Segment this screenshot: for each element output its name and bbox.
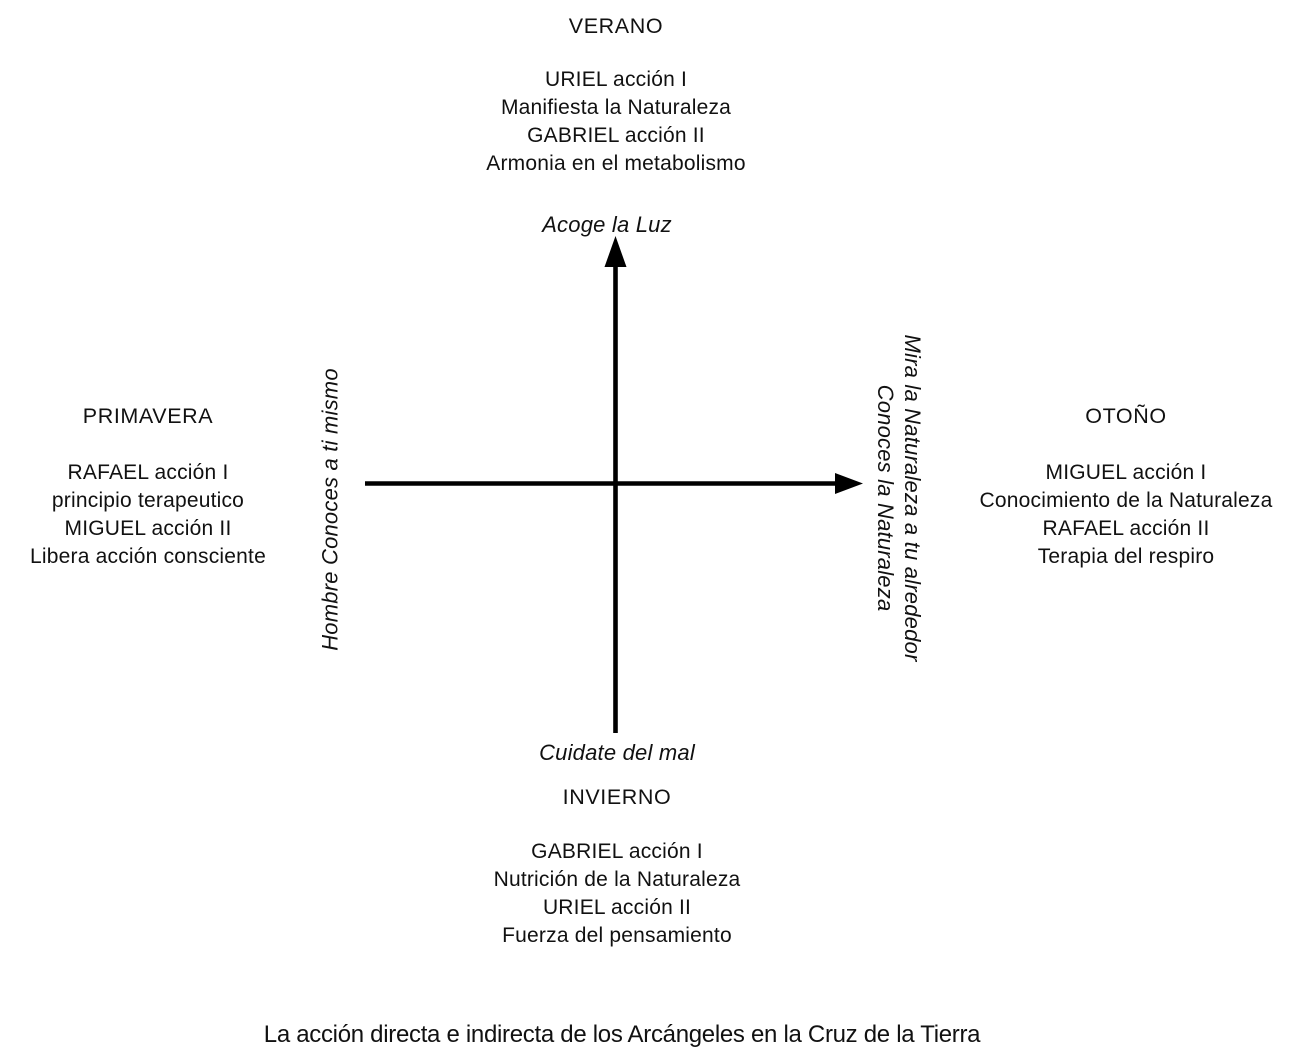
season-title-invierno: INVIERNO bbox=[562, 785, 672, 809]
primavera-line-2: principio terapeutico bbox=[51, 489, 245, 512]
primavera-action-lines: RAFAEL acción I principio terapeutico MI… bbox=[0, 459, 296, 571]
east-axis-label-line-2: Conoces la Naturaleza bbox=[873, 384, 898, 612]
otono-line-2: Conocimiento de la Naturaleza bbox=[979, 489, 1273, 512]
horizontal-axis-right-arrow bbox=[365, 473, 863, 494]
primavera-line-4: Libera acción consciente bbox=[30, 545, 266, 568]
otono-line-1: MIGUEL acción I bbox=[1045, 461, 1207, 484]
east-axis-label: Mira la Naturaleza a tu alrededor Conoce… bbox=[872, 298, 926, 698]
invierno-line-4: Fuerza del pensamiento bbox=[502, 924, 732, 947]
invierno-action-lines: GABRIEL acción I Nutrición de la Natural… bbox=[417, 838, 817, 950]
invierno-line-3: URIEL acción II bbox=[542, 896, 692, 919]
invierno-line-1: GABRIEL acción I bbox=[531, 840, 703, 863]
invierno-line-2: Nutrición de la Naturaleza bbox=[493, 868, 741, 891]
otono-action-lines: MIGUEL acción I Conocimiento de la Natur… bbox=[950, 459, 1302, 571]
east-axis-label-line-1: Mira la Naturaleza a tu alrededor bbox=[900, 334, 925, 662]
figure-caption: La acción directa e indirecta de los Arc… bbox=[263, 1021, 981, 1048]
verano-line-1: URIEL acción I bbox=[544, 68, 688, 91]
season-title-verano: VERANO bbox=[568, 14, 664, 38]
primavera-line-3: MIGUEL acción II bbox=[64, 517, 232, 540]
otono-line-3: RAFAEL acción II bbox=[1042, 517, 1210, 540]
verano-action-lines: URIEL acción I Manifiesta la Naturaleza … bbox=[416, 66, 816, 178]
south-axis-label: Cuidate del mal bbox=[539, 740, 695, 765]
north-axis-label: Acoge la Luz bbox=[542, 212, 672, 237]
verano-line-4: Armonia en el metabolismo bbox=[486, 152, 746, 175]
verano-line-3: GABRIEL acción II bbox=[527, 124, 705, 147]
season-title-otono: OTOÑO bbox=[1085, 404, 1167, 428]
west-axis-label: Hombre Conoces a ti mismo bbox=[317, 368, 343, 651]
verano-line-2: Manifiesta la Naturaleza bbox=[500, 96, 732, 119]
otono-line-4: Terapia del respiro bbox=[1037, 545, 1215, 568]
season-title-primavera: PRIMAVERA bbox=[82, 404, 214, 428]
primavera-line-1: RAFAEL acción I bbox=[67, 461, 229, 484]
vertical-axis-up-arrow bbox=[604, 236, 627, 733]
